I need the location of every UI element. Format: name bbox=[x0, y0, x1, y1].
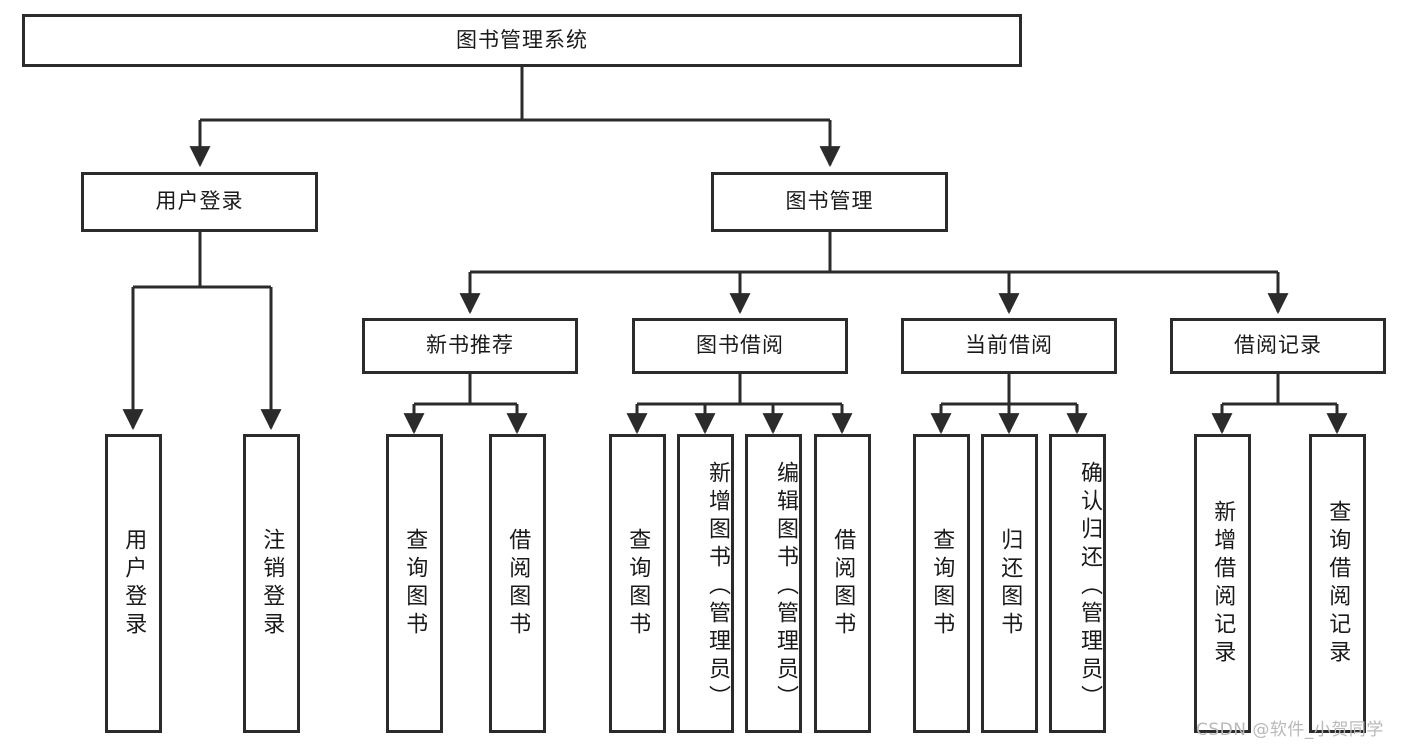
leaf-user-login-login[interactable]: 用户登录 bbox=[105, 434, 162, 733]
node-book-management[interactable]: 图书管理 bbox=[711, 172, 948, 232]
leaf-borrow-add-book-admin[interactable]: 新增图书（管理员） bbox=[677, 434, 734, 733]
node-borrow-record-label: 借阅记录 bbox=[1234, 333, 1322, 358]
leaf-new-book-query[interactable]: 查询图书 bbox=[386, 434, 443, 733]
leaf-label: 查询图书 bbox=[402, 527, 428, 640]
leaf-label: 借阅图书 bbox=[505, 527, 531, 640]
leaf-label: 确认归还（管理员） bbox=[1077, 460, 1102, 713]
leaf-new-book-borrow[interactable]: 借阅图书 bbox=[489, 434, 546, 733]
leaf-label: 查询借阅记录 bbox=[1325, 499, 1351, 668]
node-book-management-label: 图书管理 bbox=[785, 189, 874, 214]
leaf-label: 新增图书（管理员） bbox=[705, 460, 730, 713]
node-new-book-recommend[interactable]: 新书推荐 bbox=[362, 318, 578, 374]
node-current-borrow-label: 当前借阅 bbox=[965, 333, 1053, 358]
leaf-label: 编辑图书（管理员） bbox=[773, 460, 798, 713]
node-book-borrow[interactable]: 图书借阅 bbox=[632, 318, 848, 374]
node-root-label: 图书管理系统 bbox=[456, 27, 588, 52]
node-borrow-record[interactable]: 借阅记录 bbox=[1170, 318, 1386, 374]
node-current-borrow[interactable]: 当前借阅 bbox=[901, 318, 1117, 374]
leaf-label: 归还图书 bbox=[997, 527, 1023, 640]
leaf-borrow-query-book[interactable]: 查询图书 bbox=[609, 434, 666, 733]
leaf-current-query-book[interactable]: 查询图书 bbox=[913, 434, 970, 733]
leaf-user-login-logout[interactable]: 注销登录 bbox=[243, 434, 300, 733]
node-new-book-recommend-label: 新书推荐 bbox=[426, 333, 514, 358]
node-book-borrow-label: 图书借阅 bbox=[696, 333, 784, 358]
leaf-current-return-book[interactable]: 归还图书 bbox=[981, 434, 1038, 733]
leaf-record-query-record[interactable]: 查询借阅记录 bbox=[1309, 434, 1366, 733]
node-root[interactable]: 图书管理系统 bbox=[22, 14, 1022, 67]
leaf-label: 查询图书 bbox=[625, 527, 651, 640]
leaf-label: 新增借阅记录 bbox=[1210, 499, 1236, 668]
leaf-label: 用户登录 bbox=[121, 527, 147, 640]
csdn-watermark: CSDN @软件_小贺同学 bbox=[1196, 720, 1384, 740]
leaf-label: 查询图书 bbox=[929, 527, 955, 640]
leaf-label: 借阅图书 bbox=[830, 527, 856, 640]
node-user-login-label: 用户登录 bbox=[155, 189, 244, 214]
node-user-login[interactable]: 用户登录 bbox=[81, 172, 318, 232]
leaf-borrow-edit-book-admin[interactable]: 编辑图书（管理员） bbox=[745, 434, 802, 733]
leaf-borrow-borrow-book[interactable]: 借阅图书 bbox=[814, 434, 871, 733]
leaf-current-confirm-return-admin[interactable]: 确认归还（管理员） bbox=[1049, 434, 1106, 733]
leaf-record-add-record[interactable]: 新增借阅记录 bbox=[1194, 434, 1251, 733]
leaf-label: 注销登录 bbox=[259, 527, 285, 640]
